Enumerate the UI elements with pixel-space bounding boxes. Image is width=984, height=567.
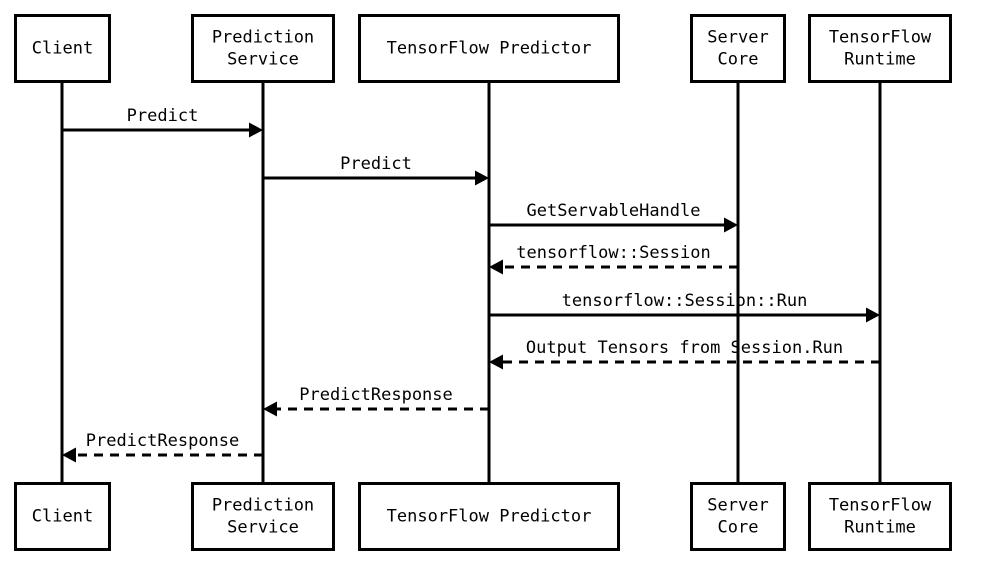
message-arrowhead-icon [489, 354, 503, 370]
message-label: tensorflow::Session [516, 243, 710, 263]
participant-label-tensorflow-runtime: TensorFlow [829, 28, 932, 48]
participant-box-bottom-client[interactable]: Client [14, 482, 111, 551]
participant-label-prediction-service: Prediction [212, 28, 314, 48]
participant-box-outline [358, 14, 620, 83]
participant-box-outline [690, 482, 786, 551]
participant-box-bottom-tensorflow-predictor[interactable]: TensorFlow Predictor [358, 482, 620, 551]
participant-box-outline [358, 482, 620, 551]
msg-predictresponse-prediction-service-to-client[interactable]: PredictResponse [62, 431, 263, 463]
msg-predict-client-to-prediction-service[interactable]: Predict [62, 106, 263, 138]
participant-box-outline [808, 482, 952, 551]
participant-label-tensorflow-runtime: Runtime [844, 518, 916, 538]
participant-label-server-core: Server [707, 496, 768, 516]
message-arrowhead-icon [249, 122, 263, 138]
participant-label-server-core: Core [718, 50, 759, 70]
participant-label-client: Client [32, 39, 93, 59]
msg-output-tensors[interactable]: Output Tensors from Session.Run [489, 338, 880, 370]
message-arrowhead-icon [62, 447, 76, 463]
message-label: Predict [127, 106, 199, 126]
participant-box-outline [191, 482, 335, 551]
msg-predictresponse-predictor-to-prediction-service[interactable]: PredictResponse [263, 385, 489, 417]
message-arrowhead-icon [866, 307, 880, 323]
message-label: PredictResponse [86, 431, 240, 451]
message-label: Output Tensors from Session.Run [526, 338, 843, 358]
participant-label-server-core: Core [718, 518, 759, 538]
participant-boxes-layer: ClientClientPredictionServicePredictionS… [14, 14, 952, 551]
msg-tensorflow-session[interactable]: tensorflow::Session [489, 243, 738, 275]
participant-label-tensorflow-predictor: TensorFlow Predictor [387, 507, 592, 527]
participant-box-outline [191, 14, 335, 83]
message-label: GetServableHandle [527, 201, 701, 221]
participant-label-client: Client [32, 507, 93, 527]
participant-label-prediction-service: Service [227, 50, 299, 70]
message-arrowhead-icon [724, 217, 738, 233]
message-arrowhead-icon [489, 259, 503, 275]
participant-box-top-client[interactable]: Client [14, 14, 111, 83]
msg-getservablehandle[interactable]: GetServableHandle [489, 201, 738, 233]
participant-box-top-tensorflow-predictor[interactable]: TensorFlow Predictor [358, 14, 620, 83]
msg-predict-prediction-service-to-predictor[interactable]: Predict [263, 154, 489, 186]
lifelines-layer [60, 83, 882, 482]
participant-box-outline [808, 14, 952, 83]
message-label: Predict [340, 154, 412, 174]
message-label: PredictResponse [299, 385, 453, 405]
message-arrowhead-icon [475, 170, 489, 186]
participant-box-outline [690, 14, 786, 83]
participant-box-outline [14, 482, 111, 551]
msg-tensorflow-session-run[interactable]: tensorflow::Session::Run [489, 291, 880, 323]
message-arrowhead-icon [263, 401, 277, 417]
participant-label-tensorflow-predictor: TensorFlow Predictor [387, 39, 592, 59]
participant-label-prediction-service: Service [227, 518, 299, 538]
participant-label-tensorflow-runtime: Runtime [844, 50, 916, 70]
participant-label-tensorflow-runtime: TensorFlow [829, 496, 932, 516]
participant-box-outline [14, 14, 111, 83]
message-label: tensorflow::Session::Run [562, 291, 808, 311]
participant-label-prediction-service: Prediction [212, 496, 314, 516]
participant-label-server-core: Server [707, 28, 768, 48]
messages-layer: PredictPredictGetServableHandletensorflo… [62, 106, 880, 463]
